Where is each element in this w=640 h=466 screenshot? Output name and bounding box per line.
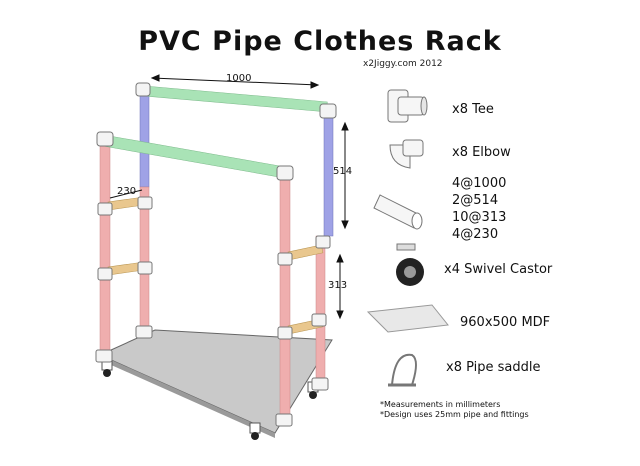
castor-wheel [101,359,113,377]
top-rail-front [101,134,286,179]
mdf-base-board [98,329,333,434]
pipe-qty-230: 4@230 [452,227,499,242]
upright-upper-back-right [323,113,334,237]
dimension-line-upper [341,121,349,230]
part-label-tee: x8 Tee [452,102,494,117]
dimension-upright-upper: 514 [333,166,353,177]
dimension-top-width: 1000 [226,73,252,84]
pipe-qty-1000: 4@1000 [452,176,507,191]
dimension-upright-lower: 313 [328,280,348,291]
part-label-mdf: 960x500 MDF [460,315,551,330]
part-label-elbow: x8 Elbow [452,145,511,160]
tee-fitting-icon [387,89,428,123]
upright-front-left [99,139,111,356]
pipe-icon [373,194,423,230]
pipe-qty-514: 2@514 [452,193,499,208]
dimension-crossbar: 230 [117,186,137,197]
part-label-saddle: x8 Pipe saddle [446,360,541,375]
dimension-line-lower [336,253,344,320]
elbow-fitting-icon [389,139,424,169]
castor-wheel [249,422,261,440]
pipe-saddle-icon [388,353,417,387]
upright-lower-back-right [315,235,326,387]
diagram-title: PVC Pipe Clothes Rack [138,26,502,57]
part-label-castor: x4 Swivel Castor [444,262,553,277]
swivel-castor-icon [396,243,424,286]
dimension-line-crossbar [109,189,143,199]
pipe-qty-313: 10@313 [452,210,507,225]
upright-front-right [279,171,291,423]
dimension-line-top [150,74,320,89]
top-rail-back [143,85,328,113]
note-pipe-size: *Design uses 25mm pipe and fittings [380,410,529,419]
note-measurements: *Measurements in millimeters [380,400,501,409]
pipe-quantities: 4@1000 2@514 10@313 4@230 [452,175,506,243]
upright-upper-back-left [139,91,150,188]
credit-text: x2Jiggy.com 2012 [363,59,443,69]
mdf-board-icon [366,304,449,333]
